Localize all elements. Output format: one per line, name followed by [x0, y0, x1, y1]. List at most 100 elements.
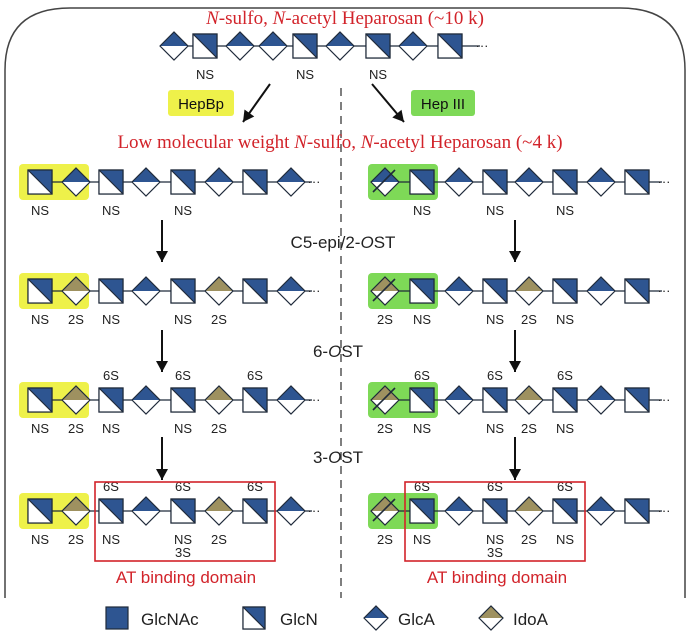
label-ns: NS — [486, 312, 504, 327]
label-ns: NS — [31, 312, 49, 327]
idoa-diamond-outline — [204, 385, 234, 415]
glca-diamond-top — [226, 32, 254, 46]
idoa-diamond-outline — [61, 496, 91, 526]
glca-diamond-top — [515, 168, 543, 182]
glcn-outline — [552, 498, 578, 524]
glca-diamond-outline — [586, 496, 616, 526]
hep3-badge — [411, 90, 475, 116]
glca-diamond-outline — [225, 31, 255, 61]
glcn-outline — [409, 169, 435, 195]
glca-diamond-bottom — [445, 511, 473, 525]
label-ns: NS — [486, 203, 504, 218]
idoa-diamond-outline — [61, 276, 91, 306]
label-2s: 2S — [521, 421, 537, 436]
label-ns: NS — [296, 67, 314, 82]
arrow-down-left-head — [156, 469, 168, 480]
glca-diamond-outline — [276, 276, 306, 306]
glcn-diagonal — [482, 278, 508, 304]
glcn-diagonal — [409, 498, 435, 524]
cut-diamond-bottom — [371, 511, 399, 525]
glca-diamond-outline — [398, 31, 428, 61]
glcn-diagonal — [98, 498, 124, 524]
outer-frame — [4, 7, 686, 598]
glcn-diagonal — [27, 498, 53, 524]
glcn-diagonal — [482, 169, 508, 195]
glcn-outline — [98, 169, 124, 195]
arrow-down-right-head — [509, 361, 521, 372]
glcn-diagonal — [552, 169, 578, 195]
glca-diamond-bottom — [259, 46, 287, 60]
glca-diamond-outline — [325, 31, 355, 61]
chain-ellipsis: ··· — [658, 283, 671, 298]
glcn-outline — [27, 169, 53, 195]
arrow-down-right-head — [509, 469, 521, 480]
label-ns: NS — [174, 421, 192, 436]
glca-diamond-bottom — [326, 46, 354, 60]
cut-diamond-outline — [370, 276, 400, 306]
glca-diamond-top — [259, 32, 287, 46]
label-ns: NS — [556, 421, 574, 436]
label-3s: 3S — [487, 545, 503, 560]
label-ns: NS — [556, 312, 574, 327]
label-ns: NS — [102, 203, 120, 218]
glca-diamond-top — [364, 606, 388, 618]
glcn-outline — [170, 278, 196, 304]
glca-diamond-bottom — [132, 400, 160, 414]
glca-diamond-outline — [586, 167, 616, 197]
glca-diamond-bottom — [587, 511, 615, 525]
idoa-diamond-outline — [514, 276, 544, 306]
glcn-diagonal — [242, 498, 268, 524]
legend-glcnac-label: GlcNAc — [141, 610, 199, 629]
glca-diamond-bottom — [205, 182, 233, 196]
hepbp-label: HepBp — [178, 96, 224, 113]
glca-diamond-outline — [159, 31, 189, 61]
at-domain-label-left: AT binding domain — [116, 568, 256, 587]
glca-diamond-bottom — [132, 291, 160, 305]
glcn-outline — [98, 278, 124, 304]
idoa-diamond-bottom — [479, 618, 503, 630]
glcn-outline — [170, 169, 196, 195]
glcn-outline — [624, 498, 650, 524]
glcn-outline — [409, 278, 435, 304]
idoa-diamond-outline — [514, 496, 544, 526]
glca-diamond-bottom — [399, 46, 427, 60]
label-ns: NS — [102, 421, 120, 436]
label-ns: NS — [31, 532, 49, 547]
label-ns: NS — [174, 312, 192, 327]
label-2s: 2S — [521, 532, 537, 547]
step-epi-2ost: C5-epi/2-OST — [291, 233, 396, 252]
glca-diamond-bottom — [277, 400, 305, 414]
glca-diamond-bottom — [445, 400, 473, 414]
glcn-outline — [409, 387, 435, 413]
hep3-label: Hep III — [421, 96, 465, 113]
cut-diamond-bottom — [371, 291, 399, 305]
arrow-down-left-head — [156, 361, 168, 372]
glcn-diagonal — [552, 498, 578, 524]
label-ns: NS — [413, 203, 431, 218]
glca-diamond-bottom — [226, 46, 254, 60]
glcn-diagonal — [98, 169, 124, 195]
glca-diamond-top — [205, 168, 233, 182]
glcn-outline — [170, 387, 196, 413]
glca-diamond-outline — [363, 605, 389, 631]
glcn-diagonal — [242, 387, 268, 413]
glcn-diagonal — [170, 498, 196, 524]
glca-diamond-outline — [131, 385, 161, 415]
label-ns: NS — [196, 67, 214, 82]
glca-diamond-bottom — [277, 182, 305, 196]
glcn-outline — [624, 387, 650, 413]
cut-mark — [372, 278, 396, 302]
glcn-diagonal — [552, 387, 578, 413]
glcn-diagonal — [624, 169, 650, 195]
glcn-diagonal — [242, 606, 266, 630]
glca-diamond-bottom — [587, 400, 615, 414]
label-ns: NS — [31, 203, 49, 218]
step-6ost: 6-OST — [313, 342, 363, 361]
legend-glca-label: GlcA — [398, 610, 436, 629]
glca-diamond-top — [132, 497, 160, 511]
glcn-outline — [27, 387, 53, 413]
label-ns: NS — [31, 421, 49, 436]
glcn-diagonal — [98, 278, 124, 304]
glca-diamond-top — [326, 32, 354, 46]
glca-diamond-top — [277, 497, 305, 511]
